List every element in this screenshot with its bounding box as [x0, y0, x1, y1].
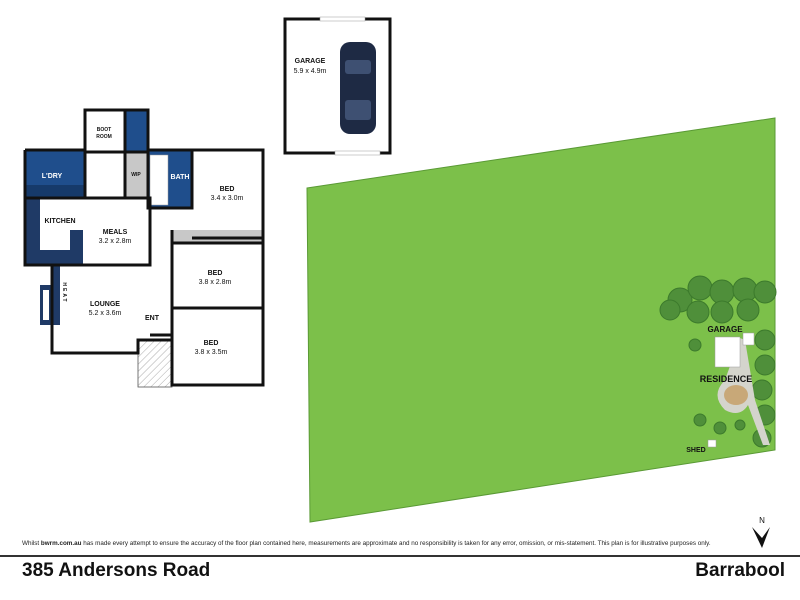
garden-bed [724, 385, 748, 405]
shed-label: SHED [686, 447, 705, 454]
kitchen-bench [25, 198, 83, 265]
walls [23, 108, 265, 387]
svg-text:BED: BED [220, 186, 235, 193]
room-labels: L'DRY BOOT ROOM WIP BATH BED 3.4 x 3.0m … [42, 127, 244, 356]
svg-text:MEALS: MEALS [103, 229, 128, 236]
svg-text:BED: BED [204, 340, 219, 347]
north-arrow-icon [752, 527, 770, 548]
brand-link: bwrm.com.au [40, 540, 82, 547]
svg-text:5.2 x 3.6m: 5.2 x 3.6m [89, 310, 122, 317]
svg-text:L'DRY: L'DRY [42, 173, 63, 180]
north-arrow: N [752, 516, 770, 548]
entry-porch [137, 339, 173, 388]
bed2-room [172, 243, 262, 308]
bed3-room [172, 308, 262, 385]
svg-text:BOOT: BOOT [97, 127, 111, 133]
site-garage-label: GARAGE [707, 325, 743, 334]
address-title: 385 Andersons Road [22, 560, 211, 581]
wip-room [125, 152, 148, 197]
boot-room [84, 110, 125, 152]
bathtub-icon [149, 154, 169, 206]
footer-divider [0, 555, 800, 557]
trees [659, 275, 777, 448]
bed1-room [192, 150, 263, 238]
shed-building [707, 439, 717, 448]
svg-text:LOUNGE: LOUNGE [90, 301, 120, 308]
garage-dim: 5.9 x 4.9m [294, 68, 327, 75]
lot-boundary [306, 117, 776, 523]
garage-label: GARAGE [295, 58, 326, 65]
svg-text:BED: BED [208, 270, 223, 277]
svg-text:3.4 x 3.0m: 3.4 x 3.0m [211, 195, 244, 202]
residence-label: RESIDENCE [700, 374, 753, 384]
lounge-room [52, 265, 172, 353]
disclaimer: Whilst bwrm.com.au has made every attemp… [22, 540, 711, 547]
suburb-title: Barrabool [695, 560, 785, 581]
svg-text:ROOM: ROOM [96, 134, 112, 140]
toilet [125, 110, 148, 152]
svg-text:HEAT: HEAT [61, 282, 67, 303]
svg-text:KITCHEN: KITCHEN [44, 218, 75, 225]
site-garage-building [742, 332, 755, 346]
svg-text:N: N [759, 516, 765, 525]
svg-text:3.8 x 3.5m: 3.8 x 3.5m [195, 349, 228, 356]
car-icon [340, 42, 376, 134]
svg-text:3.2 x 2.8m: 3.2 x 2.8m [99, 238, 132, 245]
svg-text:3.8 x 2.8m: 3.8 x 2.8m [199, 279, 232, 286]
garage-plan: GARAGE 5.9 x 4.9m [283, 16, 392, 156]
svg-text:ENT: ENT [145, 315, 160, 322]
svg-text:WIP: WIP [131, 172, 141, 178]
site-plan: GARAGE RESIDENCE SHED N [306, 117, 777, 548]
svg-text:BATH: BATH [171, 174, 190, 181]
house-plan: L'DRY BOOT ROOM WIP BATH BED 3.4 x 3.0m … [23, 108, 265, 388]
residence-building [714, 336, 741, 368]
